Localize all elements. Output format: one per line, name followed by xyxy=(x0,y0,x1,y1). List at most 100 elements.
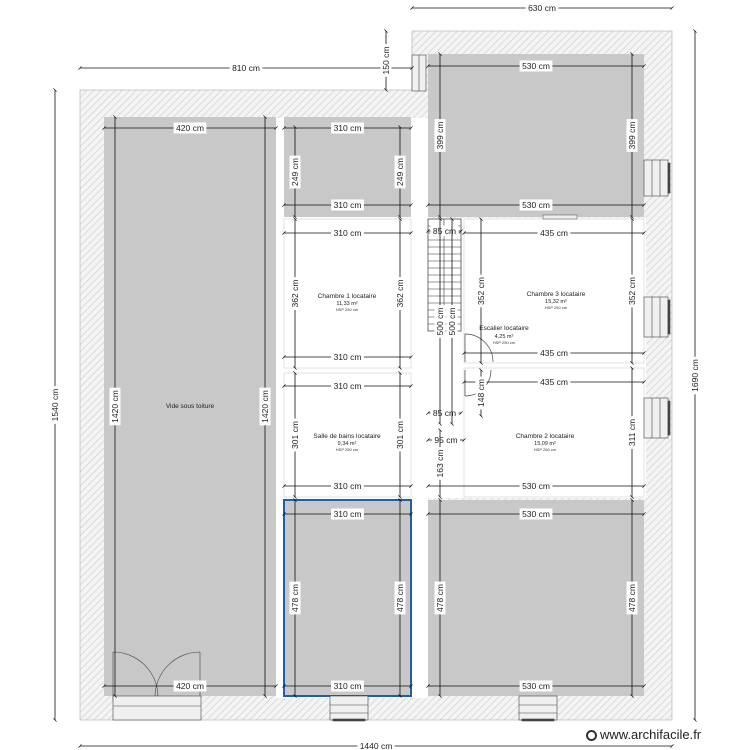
dim-ch3-left-label-bg xyxy=(475,274,487,308)
room-bottom-right[interactable] xyxy=(428,500,644,696)
label-chambre-1: Chambre 1 locataire xyxy=(318,293,377,300)
dim-right-total-label-bg xyxy=(689,356,701,395)
dim-ch2-right-label-bg xyxy=(626,416,638,449)
dim-topright-left-label-bg xyxy=(434,119,446,152)
room-vide-sous-toiture[interactable] xyxy=(104,117,276,696)
dim-topright-bottom-label-bg xyxy=(519,199,553,211)
dim-ch1-top-label: 310 cm xyxy=(334,228,362,238)
dim-landing-label-bg xyxy=(432,434,460,446)
dim-ch2-bottom-label-bg xyxy=(519,480,553,492)
hsp-chambre-3: HSP 250 cm xyxy=(545,305,568,310)
dim-topright-right-label: 399 cm xyxy=(627,122,637,150)
dim-top-right-label-bg xyxy=(525,2,559,14)
dim-topright-top-label-bg xyxy=(519,60,553,72)
window-right-3 xyxy=(643,397,671,439)
dim-bm-left-label-bg xyxy=(289,581,301,615)
dim-ch3-right-label-bg xyxy=(626,274,638,308)
dim-stair-h2-label: 500 cm xyxy=(447,308,457,336)
dim-br-left-label: 478 cm xyxy=(435,584,445,612)
brand-text: www.archifacile.fr xyxy=(600,727,702,742)
dim-ch2-top-label-bg xyxy=(537,376,571,388)
dim-small-left-label: 249 cm xyxy=(290,158,300,186)
dim-bm-right-label-bg xyxy=(394,581,406,615)
dim-vide-bottom-label: 420 cm xyxy=(176,681,204,691)
dim-step-label-bg xyxy=(380,44,392,77)
dim-ch3-top-label: 435 cm xyxy=(540,228,568,238)
hsp-chambre-2: HSP 250 cm xyxy=(534,447,557,452)
hsp-escalier: HSP 250 cm xyxy=(493,340,516,345)
room-top-right[interactable] xyxy=(428,54,644,217)
dim-sdb-right-label: 301 cm xyxy=(395,421,405,449)
dim-vide-top-label: 420 cm xyxy=(176,123,204,133)
archifacile-logo-icon xyxy=(586,730,597,741)
area-salle-de-bains: 9,34 m² xyxy=(338,441,357,447)
room-salle-de-bains[interactable] xyxy=(283,372,412,498)
dim-ch2-right-label: 311 cm xyxy=(627,419,637,446)
dim-step-label: 150 cm xyxy=(381,47,391,75)
dim-small-bottom-label: 310 cm xyxy=(334,200,362,210)
dim-door-148-label: 148 cm xyxy=(476,379,486,407)
dim-stair-h2-label-bg xyxy=(446,305,458,338)
dim-vide-left-label-bg xyxy=(109,387,121,426)
dim-ch3-right-label: 352 cm xyxy=(627,277,637,305)
dim-top-left-label-bg xyxy=(229,62,263,74)
dim-small-right-label-bg xyxy=(394,155,406,189)
dim-ch1-bottom-label: 310 cm xyxy=(334,352,362,362)
room-bottom-middle[interactable] xyxy=(283,499,412,697)
dim-br-bottom-label-bg xyxy=(519,680,553,692)
hsp-salle-de-bains: HSP 250 cm xyxy=(336,447,359,452)
dim-topright-left-label: 399 cm xyxy=(435,122,445,150)
dim-bm-top-label-bg xyxy=(331,508,364,520)
dim-stair-top-label: 85 cm xyxy=(433,226,456,236)
dim-ch1-left-label: 362 cm xyxy=(290,280,300,308)
hsp-chambre-1: HSP 250 cm xyxy=(336,307,359,312)
dim-bm-bottom-label-bg xyxy=(331,680,364,692)
room-chambre-2[interactable] xyxy=(463,367,645,498)
dim-sdb-top-label-bg xyxy=(331,380,364,392)
dim-top-right-label: 630 cm xyxy=(528,3,556,13)
window-bottom-left xyxy=(112,695,202,721)
door-escalier[interactable] xyxy=(464,333,494,363)
label-salle-de-bains: Salle de bains locataire xyxy=(313,433,381,440)
dim-sdb-left-label: 301 cm xyxy=(290,421,300,449)
dim-topright-bottom-label: 530 cm xyxy=(522,200,550,210)
dim-br-top-label-bg xyxy=(519,508,553,520)
dim-left-total-label-bg xyxy=(49,386,61,424)
dim-ch3-left-label: 352 cm xyxy=(476,277,486,305)
dim-small-right-label: 249 cm xyxy=(395,158,405,186)
dim-stair-bottom-label-bg xyxy=(430,407,459,419)
dim-small-top-label-bg xyxy=(331,122,364,134)
dim-ch3-bottom-label: 435 cm xyxy=(540,348,568,358)
dim-br-bottom-label: 530 cm xyxy=(522,681,550,691)
dim-stair-top-label-bg xyxy=(430,225,459,237)
dim-ch3-top-label-bg xyxy=(537,227,571,239)
area-chambre-1: 11,33 m² xyxy=(336,301,357,307)
dim-door-148-label-bg xyxy=(475,376,487,410)
label-escalier: Escalier locataire xyxy=(479,325,529,332)
dim-stair-bottom-label: 85 cm xyxy=(433,408,456,418)
label-chambre-2: Chambre 2 locataire xyxy=(516,433,575,440)
dim-bm-top-label: 310 cm xyxy=(334,509,362,519)
dim-ch1-right-label-bg xyxy=(394,277,406,310)
dim-br-right-label-bg xyxy=(626,581,638,615)
dim-ch1-top-label-bg xyxy=(331,227,364,239)
dim-bm-right-label: 478 cm xyxy=(395,584,405,612)
window-right-2 xyxy=(643,296,671,338)
dim-br-top-label: 530 cm xyxy=(522,509,550,519)
dim-left-total-label: 1540 cm xyxy=(50,389,60,422)
room-chambre-3[interactable] xyxy=(463,218,645,364)
dim-small-top-label: 310 cm xyxy=(334,123,362,133)
window-top-right-room xyxy=(542,214,578,220)
dim-ch1-right-label: 362 cm xyxy=(395,280,405,308)
door-vide[interactable] xyxy=(112,651,201,700)
dim-ch2-top-label: 435 cm xyxy=(540,377,568,387)
dim-sdb-left-label-bg xyxy=(289,418,301,452)
window-right-1 xyxy=(643,159,671,197)
dim-right-total-label: 1690 cm xyxy=(690,359,700,392)
archifacile-brand[interactable]: www.archifacile.fr xyxy=(586,727,701,742)
room-chambre-1[interactable] xyxy=(283,218,412,369)
window-bottom-right xyxy=(518,695,558,722)
dim-br-right-label: 478 cm xyxy=(627,584,637,612)
